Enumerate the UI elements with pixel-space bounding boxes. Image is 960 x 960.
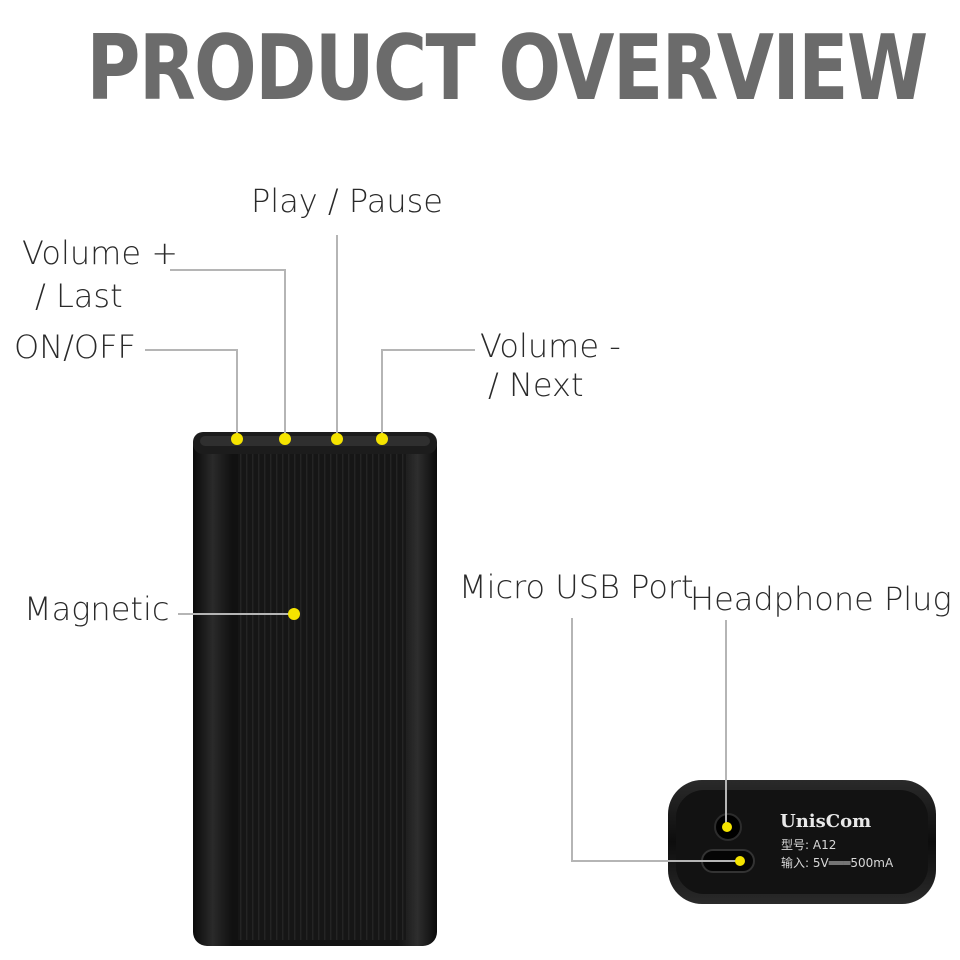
leader-line-micro-usb: [571, 618, 740, 862]
leader-lines: [145, 235, 740, 862]
label-volume-minus-line2: / Next: [488, 366, 584, 404]
device-body: [193, 432, 437, 946]
leader-line-volume-minus: [381, 349, 475, 438]
marker-volume-plus: [279, 433, 291, 445]
markers: [231, 433, 745, 866]
marker-magnetic: [288, 608, 300, 620]
marker-micro-usb: [735, 856, 745, 866]
label-on-off: ON/OFF: [14, 328, 136, 366]
label-volume-plus-line2: / Last: [35, 277, 123, 315]
label-volume-minus-line1: Volume -: [480, 327, 621, 365]
label-play-pause: Play / Pause: [251, 182, 443, 220]
leader-line-volume-plus: [170, 269, 286, 438]
marker-volume-minus: [376, 433, 388, 445]
marker-on-off: [231, 433, 243, 445]
device-end-view: [668, 780, 936, 904]
label-micro-usb: Micro USB Port: [459, 568, 694, 606]
label-volume-plus-line1: Volume +: [22, 234, 178, 272]
input-line: 输入: 5V═══500mA: [781, 856, 894, 870]
label-magnetic: Magnetic: [24, 590, 170, 628]
model-line: 型号: A12: [781, 838, 837, 852]
page-title: PRODUCT OVERVIEW: [86, 16, 928, 121]
leader-line-on-off: [145, 349, 238, 438]
marker-play-pause: [331, 433, 343, 445]
marker-headphone: [722, 822, 732, 832]
label-headphone-plug: Headphone Plug: [690, 580, 952, 618]
brand-logo-text: UnisCom: [780, 811, 872, 832]
